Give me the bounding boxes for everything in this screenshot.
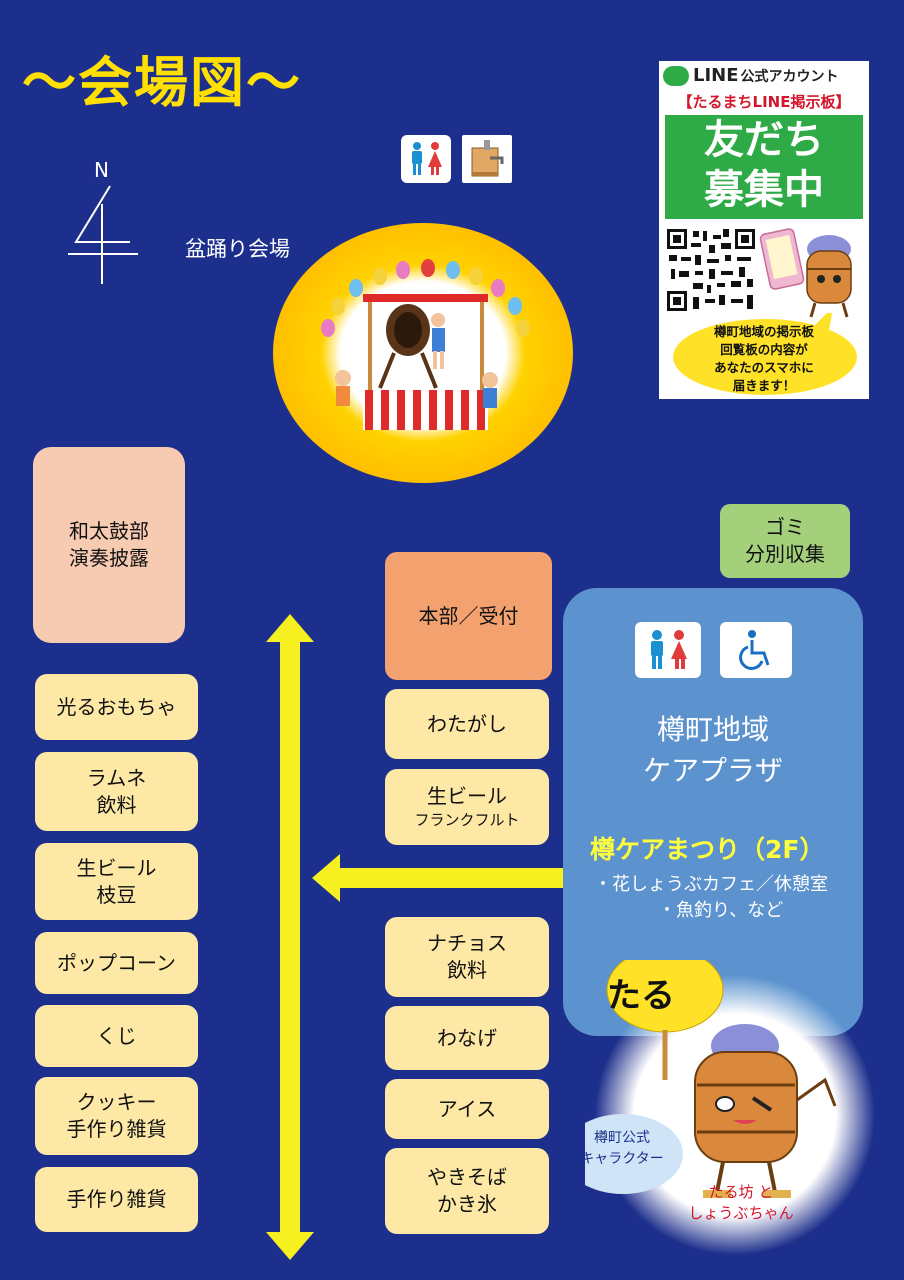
left-stall: くじ [35, 1005, 198, 1067]
character-name-1: たる坊 と [708, 1183, 774, 1201]
restroom-icon [401, 135, 451, 183]
care-plaza-area [563, 588, 863, 1036]
left-stall: ポップコーン [35, 932, 198, 994]
water-tap-icon [462, 135, 512, 183]
stall-line-1: ナチョス [427, 931, 507, 955]
horizontal-arrow [312, 854, 596, 902]
page-title: 〜会場図〜 [22, 51, 302, 114]
festival-item-fishing: ・魚釣り、など [658, 900, 784, 921]
plaza-restroom-icon [635, 622, 701, 678]
wheelchair-icon [720, 622, 792, 678]
left-stall: ラムネ飲料 [35, 752, 198, 831]
stall-line-2: 飲料 [447, 958, 487, 982]
stall-line-1: やきそば [427, 1165, 507, 1189]
line-brand: LINE [693, 65, 739, 86]
middle-stall: わなげ [385, 1006, 549, 1070]
garbage-line-1: ゴミ [765, 515, 805, 539]
plaza-name-2: ケアプラザ [642, 753, 783, 787]
garbage-line-2: 分別収集 [745, 542, 825, 566]
left-stall: 手作り雑貨 [35, 1167, 198, 1232]
taiko-performance: 和太鼓部 演奏披露 [33, 447, 185, 643]
character-bubble-text: 樽町公式 キャラクター [562, 1128, 682, 1170]
line-bubble-4: 届きます！ [732, 378, 796, 394]
middle-stall: やきそばかき氷 [385, 1148, 549, 1234]
vertical-arrow [266, 614, 314, 1260]
headquarters-reception: 本部／受付 [385, 552, 552, 680]
taiko-line-1: 和太鼓部 [69, 519, 149, 543]
bon-odori-stage [273, 223, 573, 483]
line-bubble-shape [673, 313, 857, 395]
taiko-line-2: 演奏披露 [69, 546, 149, 570]
stall-line-1: くじ [96, 1023, 137, 1048]
stall-line-2: フランクフルト [414, 811, 520, 830]
stall-line-1: 生ビール [76, 855, 157, 880]
middle-stall: わたがし [385, 689, 549, 759]
fan-text: たる [607, 976, 675, 1016]
middle-stall: ナチョス飲料 [385, 917, 549, 997]
character-bubble-1: 樽町公式 [594, 1130, 650, 1146]
taru-character [585, 960, 875, 1255]
garbage-collection: ゴミ 分別収集 [720, 504, 850, 578]
qr-code-icon [665, 227, 757, 313]
stall-line-1: 手作り雑貨 [66, 1187, 167, 1211]
left-stall: 光るおもちゃ [35, 674, 198, 740]
stall-line-2: かき氷 [437, 1192, 497, 1216]
line-headline-1: 友だち [704, 117, 824, 163]
line-bubble-1: 樽町地域の掲示板 [713, 324, 814, 339]
plaza-name-1: 樽町地域 [656, 713, 769, 746]
line-bubble-3: あなたのスマホに [714, 360, 814, 376]
stall-line-2: 飲料 [96, 792, 137, 817]
care-festival-title: 樽ケアまつり（2F） [590, 835, 825, 864]
stall-line-1: ラムネ [86, 765, 147, 790]
left-stall: クッキー手作り雑貨 [35, 1077, 198, 1155]
compass-icon [68, 185, 138, 284]
line-headline-2: 募集中 [704, 167, 824, 213]
character-name-2: しょうぶちゃん [688, 1204, 794, 1222]
festival-item-cafe: ・花しょうぶカフェ／休憩室 [594, 874, 828, 895]
hq-label: 本部／受付 [418, 603, 519, 628]
character-name: たる坊 と しょうぶちゃん [676, 1182, 806, 1224]
middle-stall: 生ビールフランクフルト [385, 769, 549, 845]
line-logo-icon [663, 65, 689, 86]
character-bubble-2: キャラクター [580, 1151, 664, 1167]
line-account-card: LINE 公式アカウント 【たるまちLINE掲示板】 友だち 募集中 [659, 61, 869, 399]
stall-line-1: 光るおもちゃ [56, 694, 177, 719]
line-bubble-2: 回覧板の内容が [720, 342, 808, 358]
middle-stall: アイス [385, 1079, 549, 1139]
smartphone-character-icon [759, 228, 852, 318]
stall-line-2: 枝豆 [96, 882, 137, 907]
care-plaza-name: 樽町地域 ケアプラザ [563, 710, 863, 791]
bon-odori-label: 盆踊り会場 [185, 237, 290, 261]
stall-line-1: わたがし [427, 711, 507, 736]
stall-line-1: アイス [437, 1096, 497, 1121]
stall-line-1: 生ビール [427, 784, 507, 809]
left-stall: 生ビール枝豆 [35, 843, 198, 920]
line-subtitle: 【たるまちLINE掲示板】 [677, 93, 851, 111]
stall-line-1: ポップコーン [57, 950, 176, 975]
north-label: N [94, 158, 109, 182]
line-bubble-text: 樽町地域の掲示板 回覧板の内容が あなたのスマホに 届きます！ [679, 323, 849, 396]
line-header: 公式アカウント [740, 68, 839, 85]
stall-line-1: わなげ [437, 1025, 497, 1050]
line-headline: 友だち 募集中 [665, 115, 863, 219]
stall-line-1: クッキー [76, 1090, 157, 1114]
stall-line-2: 手作り雑貨 [66, 1117, 167, 1141]
